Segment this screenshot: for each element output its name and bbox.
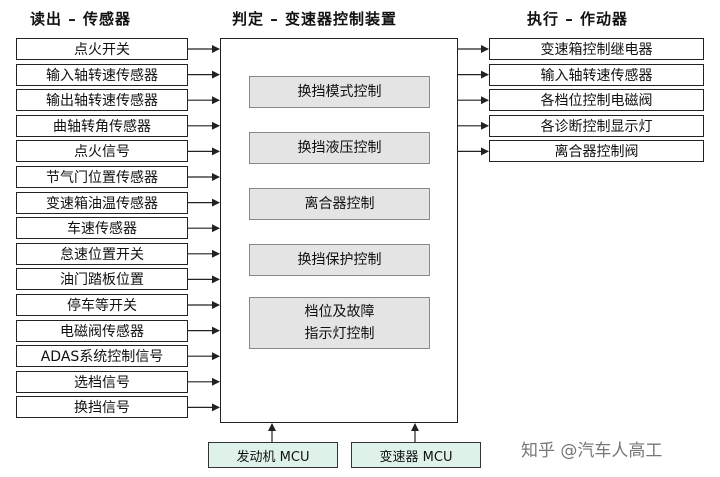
sensor-input-box: 怠速位置开关	[16, 242, 188, 265]
sensor-input-box: 点火开关	[16, 38, 188, 60]
sensor-input-box: 输入轴转速传感器	[16, 63, 188, 86]
transmission-mcu-box: 变速器 MCU	[351, 442, 481, 468]
sensor-input-box: 选档信号	[16, 370, 188, 393]
actuator-output-box: 离合器控制阀	[489, 140, 704, 163]
sensor-input-box: 曲轴转角传感器	[16, 114, 188, 137]
header-controller: 判定 – 变速器控制装置	[232, 10, 397, 28]
sensor-input-box: 车速传感器	[16, 217, 188, 240]
actuator-output-box: 变速箱控制继电器	[489, 38, 704, 60]
actuator-output-box: 各档位控制电磁阀	[489, 89, 704, 112]
control-function-box: 换挡液压控制	[249, 132, 430, 164]
control-function-box: 换挡模式控制	[249, 76, 430, 108]
sensor-input-box: 变速箱油温传感器	[16, 191, 188, 214]
watermark: 知乎 @汽车人高工	[521, 441, 663, 461]
header-actuators: 执行 – 作动器	[527, 10, 628, 28]
control-function-box: 换挡保护控制	[249, 244, 430, 276]
sensor-input-box: 停车等开关	[16, 294, 188, 316]
engine-mcu-box: 发动机 MCU	[208, 442, 338, 468]
sensor-input-box: 节气门位置传感器	[16, 166, 188, 188]
actuator-output-box: 输入轴转速传感器	[489, 63, 704, 86]
sensor-input-box: 换挡信号	[16, 396, 188, 419]
sensor-input-box: 输出轴转速传感器	[16, 89, 188, 112]
control-function-box: 档位及故障 指示灯控制	[249, 297, 430, 349]
sensor-input-box: ADAS系统控制信号	[16, 345, 188, 368]
control-function-box: 离合器控制	[249, 188, 430, 220]
actuator-output-box: 各诊断控制显示灯	[489, 114, 704, 137]
sensor-input-box: 点火信号	[16, 140, 188, 163]
header-sensors: 读出 – 传感器	[30, 10, 131, 28]
sensor-input-box: 电磁阀传感器	[16, 319, 188, 342]
transmission-control-unit	[220, 38, 458, 423]
sensor-input-box: 油门踏板位置	[16, 268, 188, 291]
